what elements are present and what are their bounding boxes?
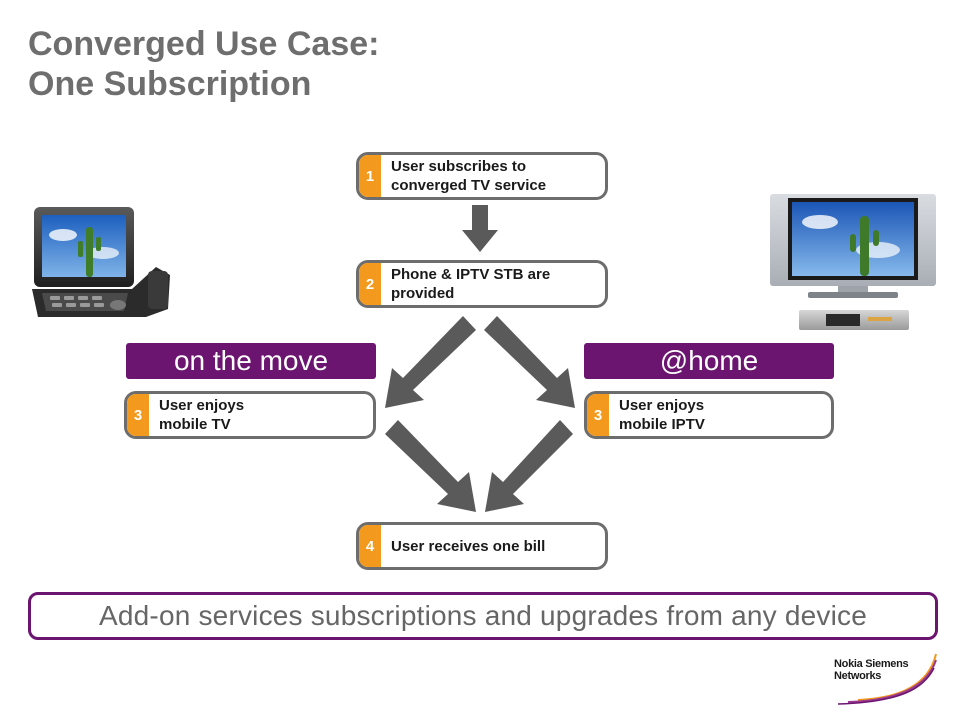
step-number: 3 (127, 394, 149, 436)
step-number: 2 (359, 263, 381, 305)
page-title: Converged Use Case: One Subscription (28, 24, 379, 104)
set-top-box-icon (799, 310, 909, 330)
step-provided: 2 Phone & IPTV STB are provided (356, 260, 608, 308)
mobile-phone-icon (32, 207, 170, 317)
step-text: Phone & IPTV STB are provided (391, 266, 551, 302)
step-mobile-tv: 3 User enjoys mobile TV (124, 391, 376, 439)
title-line-2: One Subscription (28, 65, 312, 103)
step-one-bill: 4 User receives one bill (356, 522, 608, 570)
step-number: 4 (359, 525, 381, 567)
step-text: User subscribes to converged TV service (391, 158, 547, 194)
arrow-mobile-to-bill (385, 420, 476, 512)
step-text: User enjoys mobile TV (159, 397, 245, 433)
step-number: 1 (359, 155, 381, 197)
step-text: User enjoys mobile IPTV (619, 397, 705, 433)
television-icon (770, 194, 936, 298)
arrow-home-to-bill (485, 420, 573, 512)
title-line-1: Converged Use Case: (28, 25, 380, 63)
arrow-to-home (484, 316, 575, 408)
arrow-down (462, 205, 498, 252)
arrow-to-mobile (385, 316, 476, 408)
step-text: User receives one bill (391, 537, 546, 555)
addon-services-banner: Add-on services subscriptions and upgrad… (28, 592, 938, 640)
step-mobile-iptv: 3 User enjoys mobile IPTV (584, 391, 834, 439)
company-logo: Nokia Siemens Networks (818, 650, 938, 706)
logo-line-2: Networks (834, 670, 882, 682)
logo-swoosh-icon (837, 653, 937, 705)
banner-on-the-move: on the move (126, 343, 376, 379)
banner-at-home: @home (584, 343, 834, 379)
logo-line-1: Nokia Siemens (834, 658, 909, 670)
step-number: 3 (587, 394, 609, 436)
step-subscribe: 1 User subscribes to converged TV servic… (356, 152, 608, 200)
